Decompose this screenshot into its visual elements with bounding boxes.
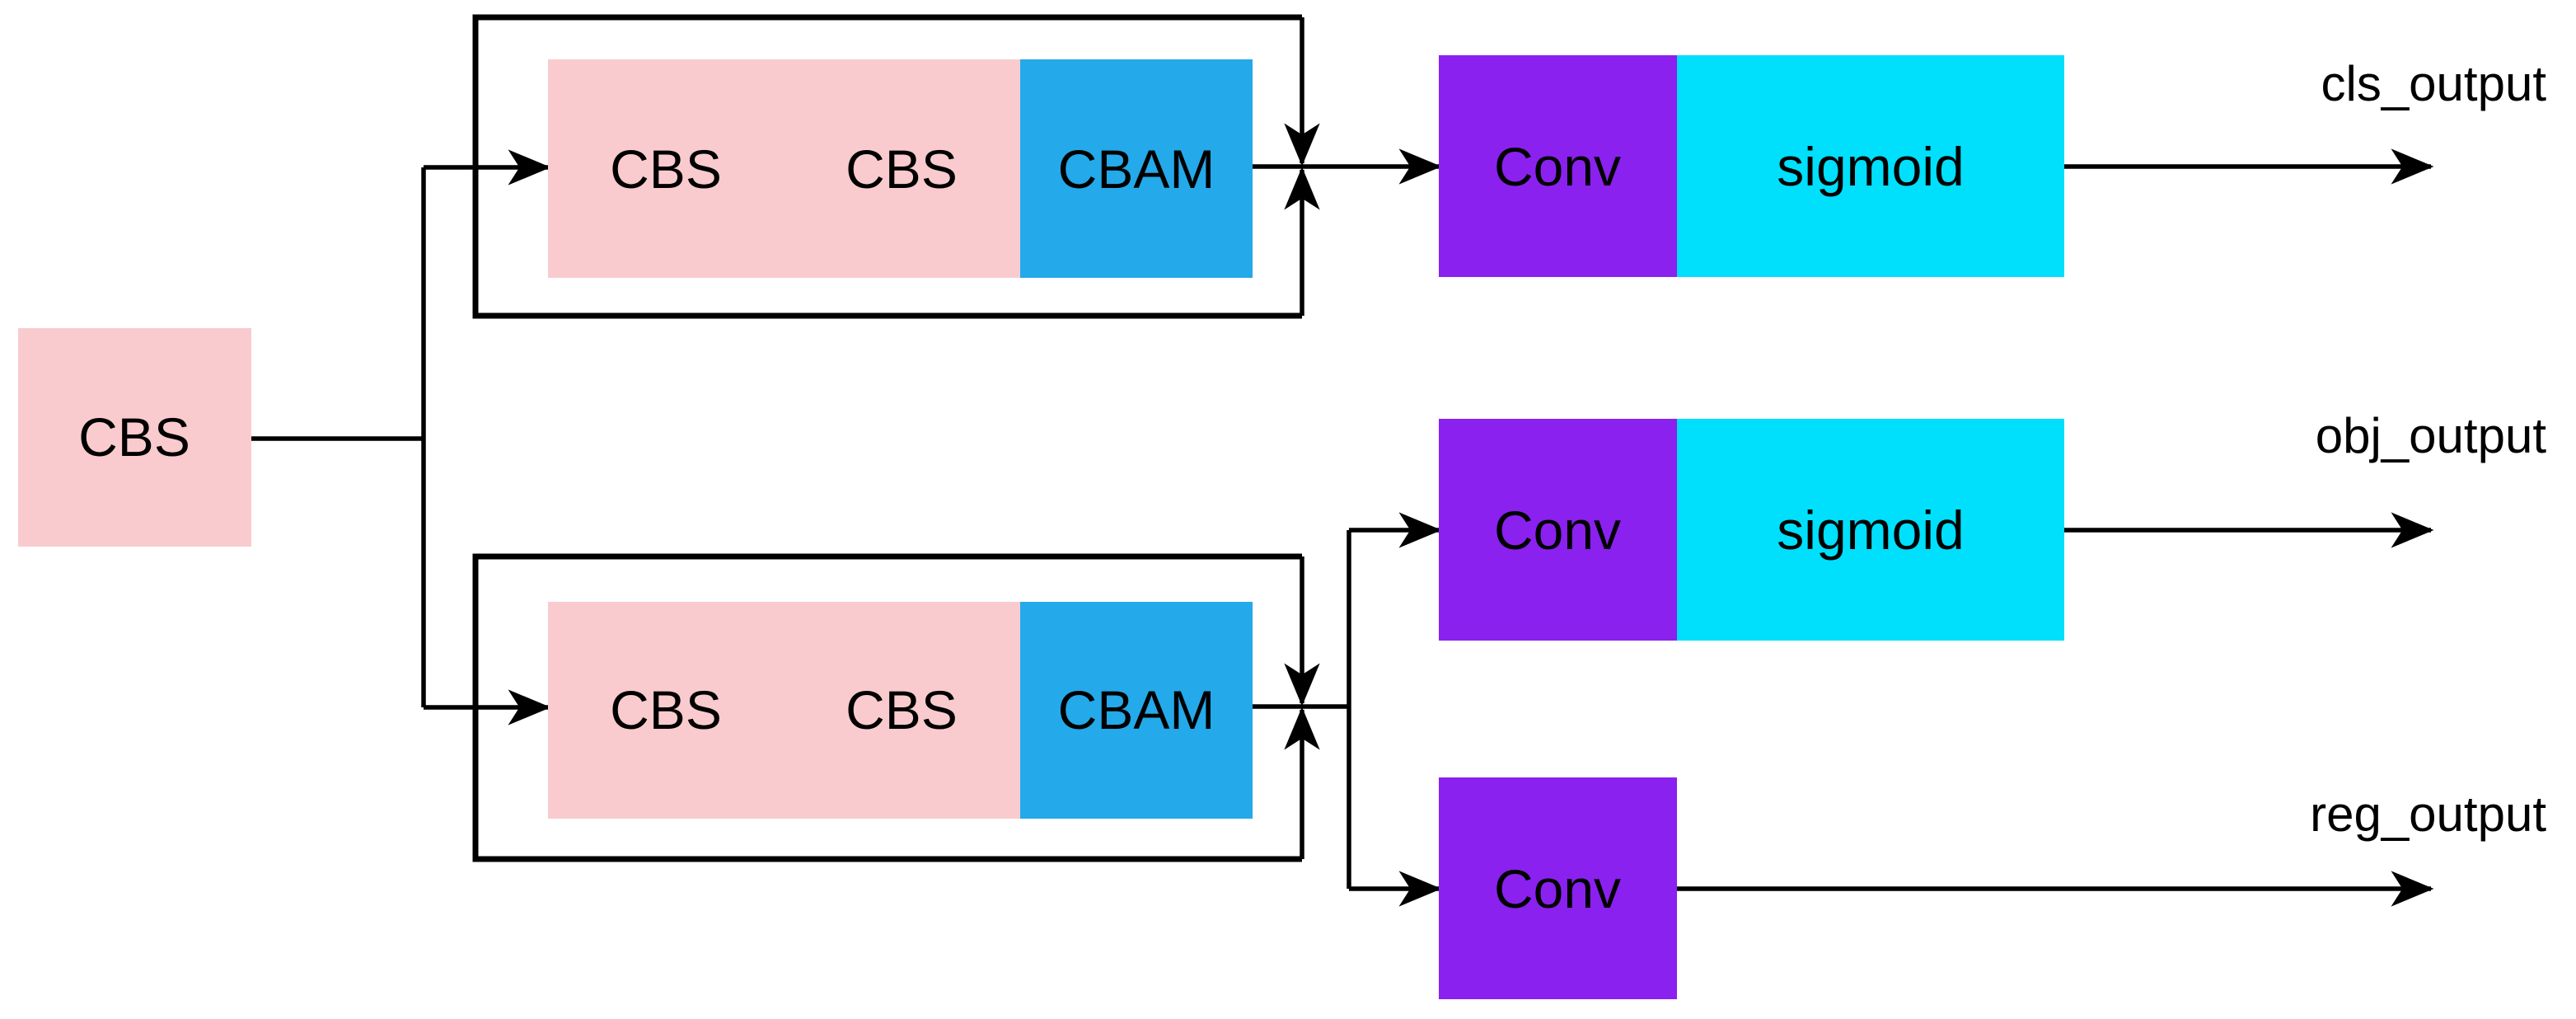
reg-output-label: reg_output <box>2310 787 2546 842</box>
cls-conv-label: Conv <box>1494 136 1621 197</box>
cls-sigmoid-box <box>1677 55 2064 277</box>
branch2-cbs-b-label: CBS <box>845 679 958 740</box>
branch2-cbs-a-label: CBS <box>610 679 722 740</box>
branch2-cbam-label: CBAM <box>1058 679 1215 740</box>
branch1-cbam-label: CBAM <box>1058 139 1215 200</box>
branch1-cbs-b-label: CBS <box>845 139 958 200</box>
input-cbs-label: CBS <box>78 406 190 467</box>
cls-output-label: cls_output <box>2321 56 2546 111</box>
branch1-cbam-box <box>1020 59 1253 278</box>
obj-sigmoid-label: sigmoid <box>1777 500 1964 561</box>
branch2-cbam-box <box>1020 602 1253 819</box>
branch1-cbs-a-label: CBS <box>610 139 722 200</box>
cls-conv-box <box>1439 55 1677 277</box>
branch1-cbs-block <box>548 59 1020 278</box>
reg-conv-box <box>1439 777 1677 999</box>
branch1-container <box>472 14 1302 319</box>
branch2-container <box>472 553 1302 862</box>
branch2-cbs-block <box>548 602 1020 819</box>
obj-conv-label: Conv <box>1494 500 1621 561</box>
input-cbs-box <box>18 328 251 547</box>
obj-sigmoid-box <box>1677 419 2064 641</box>
reg-conv-label: Conv <box>1494 858 1621 919</box>
obj-conv-box <box>1439 419 1677 641</box>
obj-output-label: obj_output <box>2316 408 2547 463</box>
cls-sigmoid-label: sigmoid <box>1777 136 1964 197</box>
